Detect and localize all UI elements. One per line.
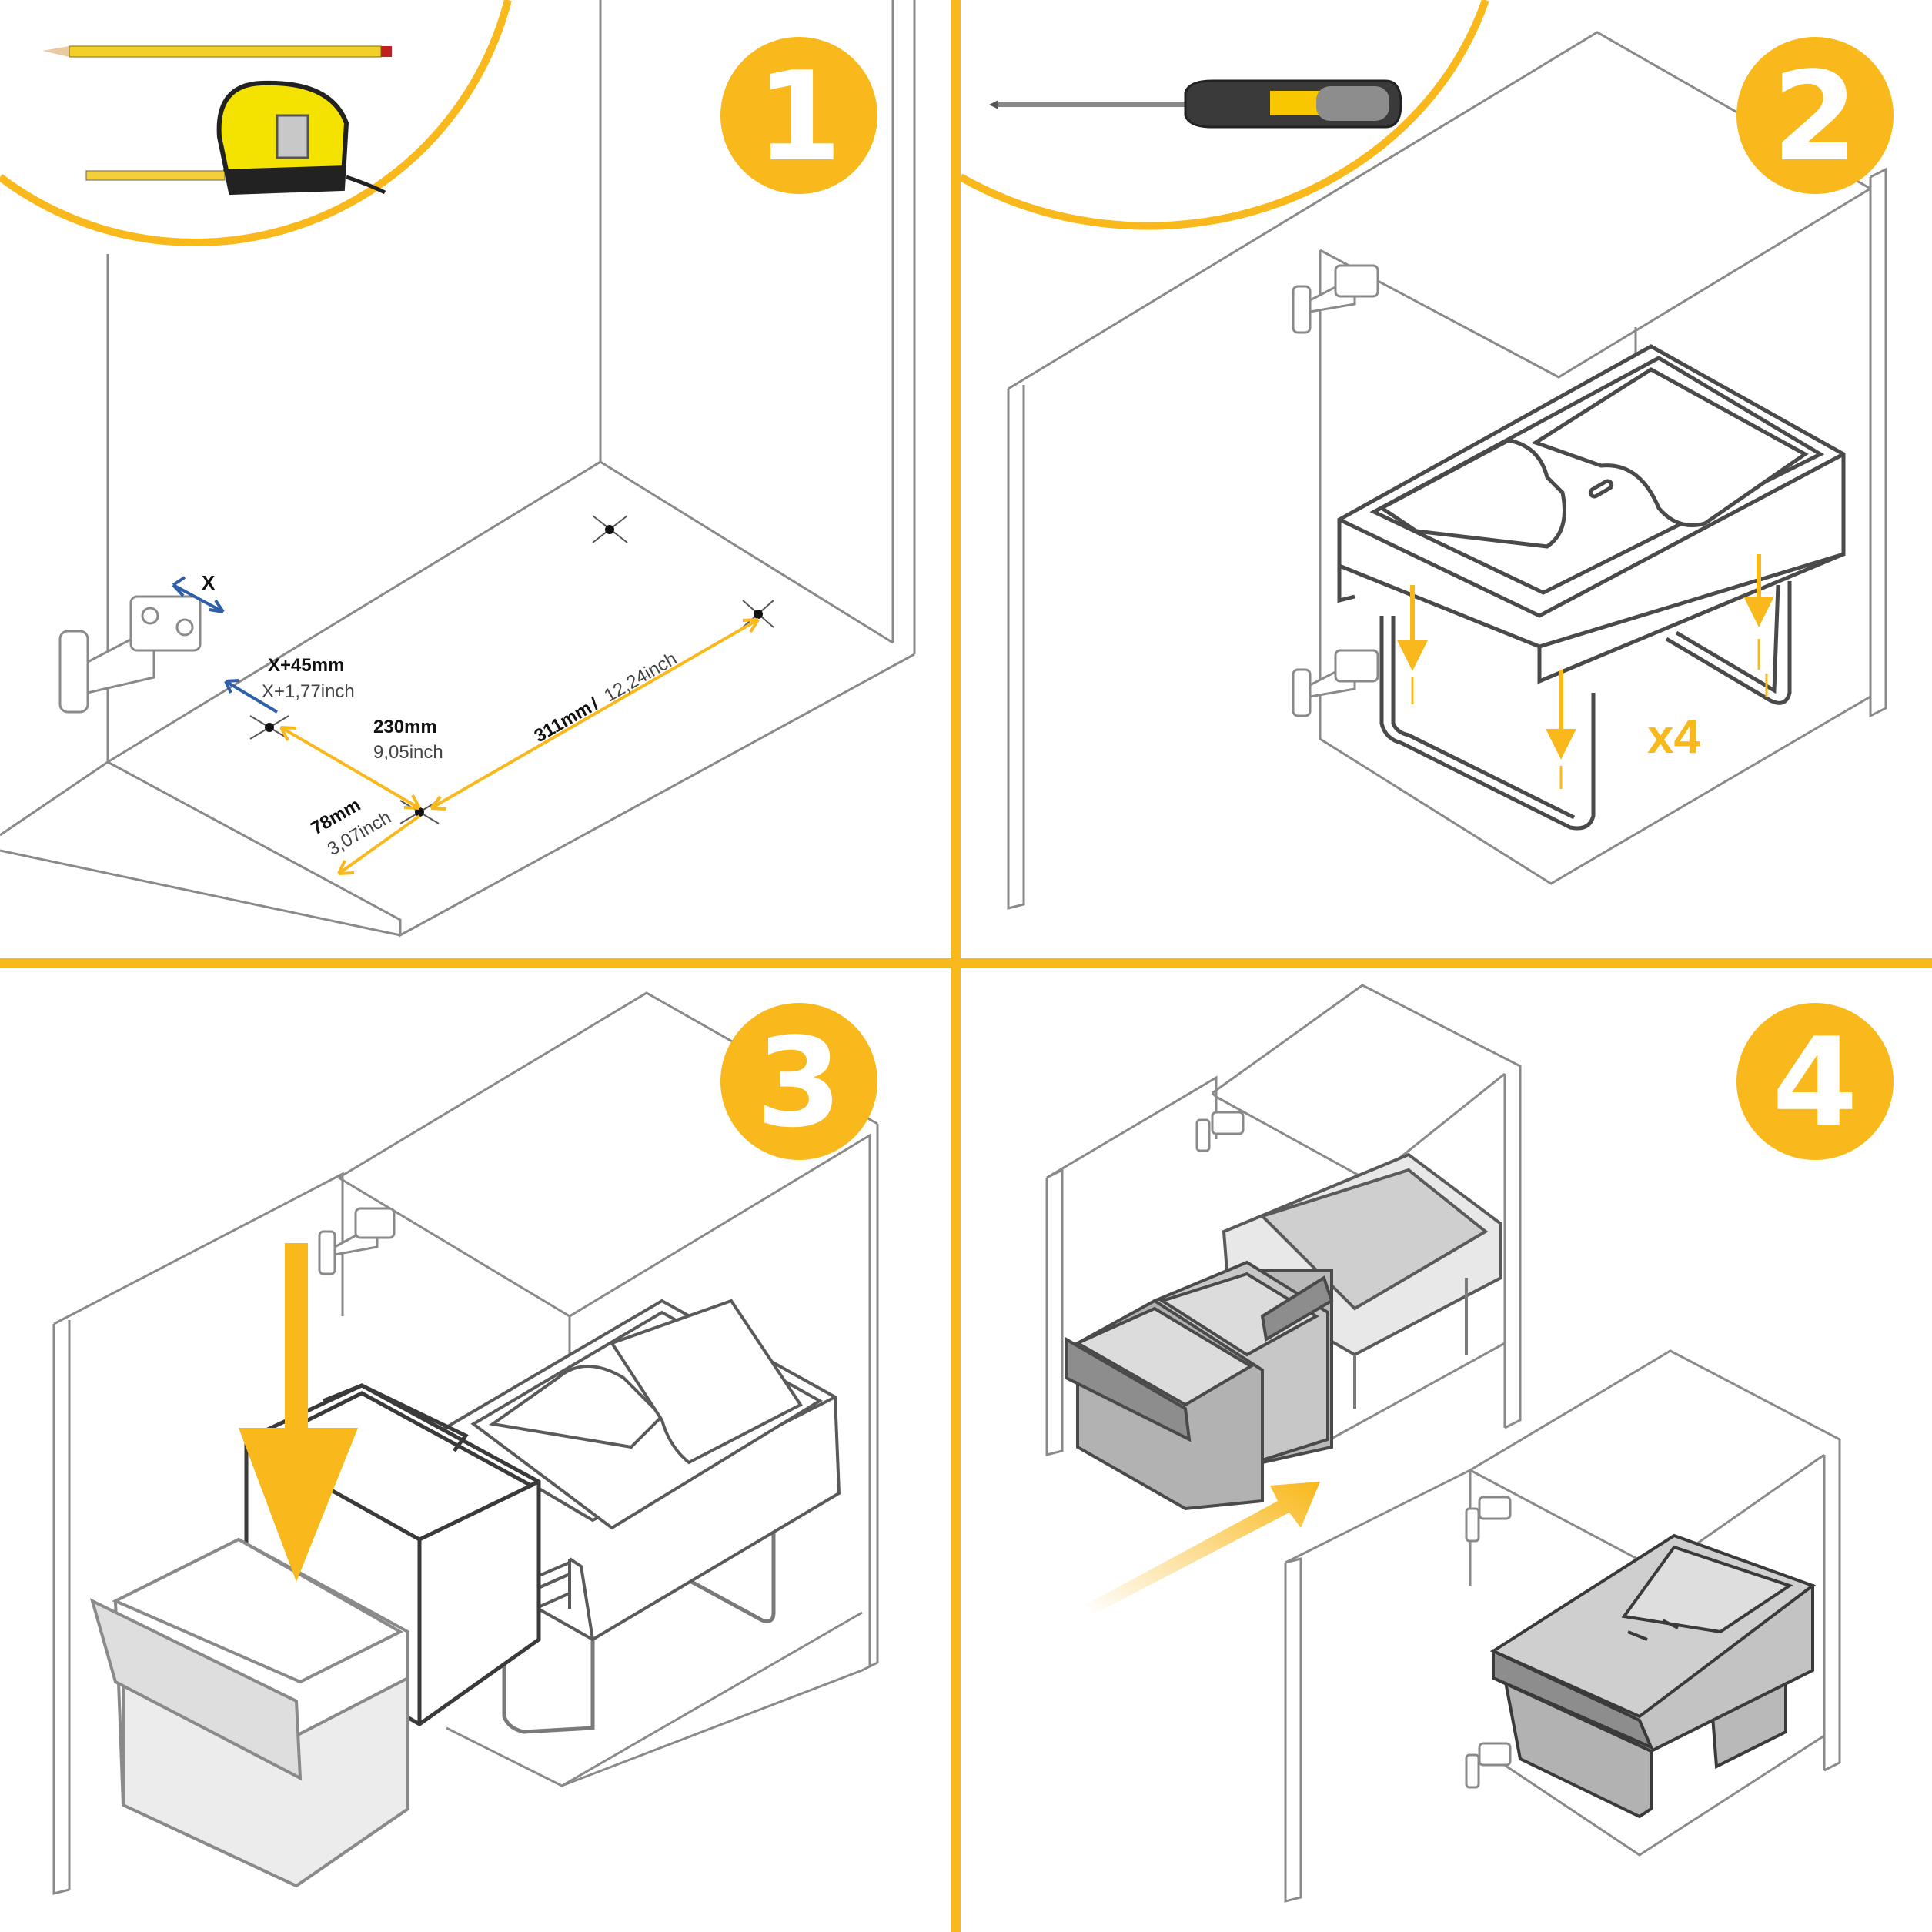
cabinet-2-right: [1869, 167, 1887, 718]
hinge-icon: [58, 595, 202, 714]
horizontal-divider: [0, 958, 1932, 968]
cabinet-1-left-panel: [0, 760, 401, 937]
step-4-installed-bins: [1489, 1533, 1817, 1819]
step-4-closed-cabinet: [1284, 1349, 1841, 1903]
step-3-hinge: [318, 1207, 396, 1275]
tape-measure-icon: [85, 80, 386, 196]
cabinet-3-left-panel: [52, 1172, 344, 1895]
step-1-panel: [0, 0, 916, 938]
insert-arrow: [239, 1243, 358, 1582]
screwdriver-icon: [989, 79, 1402, 129]
pull-out-frame-3: [502, 1499, 776, 1734]
cabinet-2-side-left: [1007, 385, 1025, 910]
step-4-hinges-lower: [1465, 1496, 1512, 1789]
x-arrow: [172, 583, 224, 613]
step-2-panel: [1007, 31, 1887, 910]
step-2-hinges: [1292, 264, 1379, 717]
step-2-badge: 2: [1736, 37, 1894, 194]
drill-marks: [249, 515, 774, 824]
cabinet-2-ceiling: [1319, 187, 1871, 379]
cabinet-3-right: [561, 1124, 879, 1787]
screw-arrows: [1397, 554, 1774, 789]
step-number: 1: [756, 45, 841, 189]
front-arrow: [337, 814, 421, 875]
step-number: 2: [1772, 45, 1857, 189]
mid-inch-label: 9,05inch: [373, 742, 443, 763]
offset-inch-label: X+1,77inch: [262, 681, 355, 702]
mid-mm-label: 230mm: [373, 717, 437, 737]
pull-out-frame: [1379, 581, 1792, 831]
screw-count-label: x4: [1647, 710, 1700, 764]
x-label: X: [202, 571, 216, 594]
measurement-arrows: [172, 576, 760, 875]
measurement-labels: X X+45mm X+1,77inch 230mm 9,05inch 78mm …: [202, 571, 680, 860]
cabinet-1-right-wall: [891, 0, 916, 654]
step-4-hinge-upper: [1195, 1111, 1245, 1152]
step-4-pulled-bins: [1065, 1260, 1334, 1511]
step-number: 4: [1772, 1011, 1857, 1155]
step-3-panel: [52, 991, 879, 1895]
offset-mm-label: X+45mm: [268, 655, 344, 676]
cabinet-1-floor-front: [107, 653, 915, 938]
cabinet-3-floor: [446, 1611, 863, 1787]
double-bin-module: [1337, 344, 1846, 684]
step-number: 3: [756, 1011, 841, 1155]
long-inch-label: 12,24inch: [600, 648, 680, 706]
tools-circle-2: [958, 0, 1489, 230]
lower-bin: [89, 1537, 409, 1888]
cabinet-3-back: [338, 1133, 871, 1666]
cabinet-1-right-back-edge: [600, 460, 894, 644]
offset-arrow: [224, 680, 279, 714]
step-4-badge: 4: [1736, 1003, 1894, 1160]
mid-arrow: [279, 726, 421, 810]
push-arrow: [1085, 1482, 1320, 1613]
tools-circle-1: [0, 0, 512, 246]
cabinet-2-inner-back: [1319, 250, 1871, 885]
step-3-badge: 3: [720, 1003, 877, 1160]
step-1-badge: 1: [720, 37, 877, 194]
long-arrow: [430, 618, 759, 810]
long-mm-label: 311mm: [531, 697, 596, 747]
pencil-icon: [42, 45, 392, 58]
